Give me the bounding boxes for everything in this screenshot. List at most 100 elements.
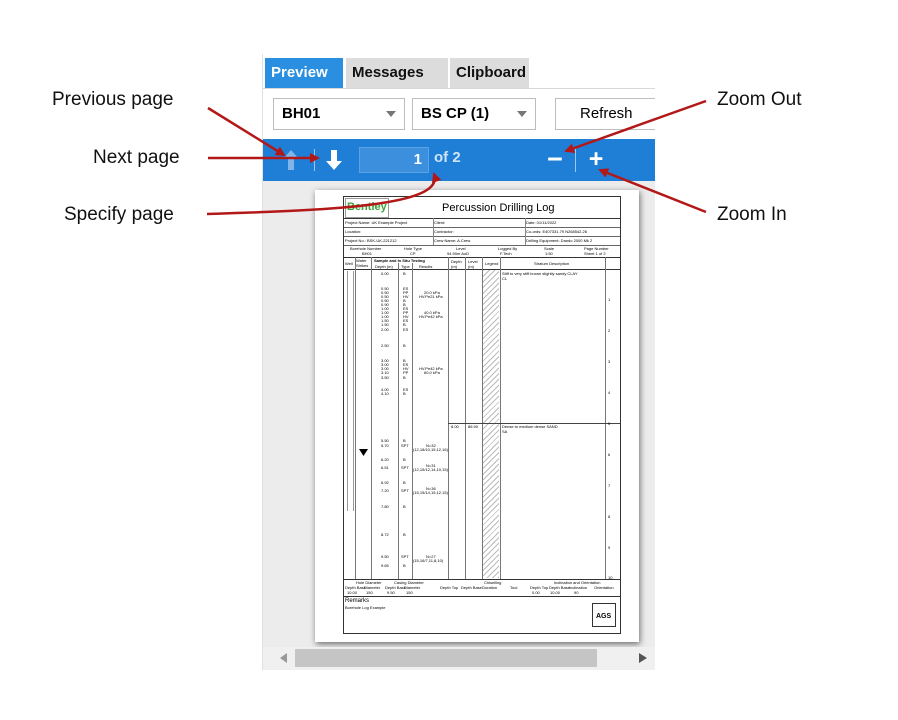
sample-depth: 1.00 <box>381 306 389 311</box>
page-number-input[interactable]: 1 <box>359 147 429 173</box>
document-viewer[interactable]: Bentley Percussion Drilling Log Project … <box>263 181 655 647</box>
footer-hole-diameter: Hole Diameter <box>356 580 382 585</box>
sample-depth: 3.00 <box>381 366 389 371</box>
sample-depth: 2.50 <box>381 343 389 348</box>
col-stratum: Stratum Description <box>534 261 570 266</box>
col-divider <box>412 263 413 579</box>
col-type: Type <box>401 264 410 269</box>
sample-result: N=27 <box>426 554 436 559</box>
sample-depth: 4.00 <box>381 387 389 392</box>
footer-depth-base: Depth Base <box>549 585 570 590</box>
horizontal-scrollbar[interactable] <box>263 647 655 670</box>
spt-detail: (12,15/12,14,10,15) <box>413 467 448 472</box>
sample-depth: 3.50 <box>381 375 389 380</box>
col-level: Level (m) <box>468 259 478 269</box>
well-pipe <box>347 271 354 511</box>
sample-type: B <box>403 504 406 509</box>
sample-depth: 8.72 <box>381 532 389 537</box>
arrow-down-icon <box>326 150 342 170</box>
callout-previous-page: Previous page <box>52 89 174 110</box>
sample-type: B <box>403 563 406 568</box>
style-select[interactable]: BS CP (1) <box>412 98 536 130</box>
logged-by-label: Logged By <box>498 246 518 251</box>
page-count: of 2 <box>434 149 461 166</box>
sample-result: HV.Pe42 kPa <box>419 314 443 319</box>
arrow-up-icon <box>283 150 299 170</box>
sample-type: ES <box>403 286 409 291</box>
sample-type: B <box>403 532 406 537</box>
sample-depth: 2.00 <box>381 327 389 332</box>
scale-tick: 4 <box>608 390 611 395</box>
footer-inclination: Inclination and Orientation <box>554 580 601 585</box>
footer-inc-top: 0.00 <box>532 590 540 595</box>
sample-depth: 0.50 <box>381 286 389 291</box>
coordinates: Co-ords: E407331.79 N268542.26 <box>526 229 587 234</box>
crew-name: Crew Name: A.Crew <box>434 238 471 243</box>
sample-depth: 0.00 <box>381 271 389 276</box>
footer-casing-diameter: Casing Diameter <box>394 580 424 585</box>
col-legend: Legend <box>485 261 499 266</box>
callout-zoom-in: Zoom In <box>717 204 787 225</box>
sample-type: B <box>403 271 406 276</box>
stratum-2-code: SA <box>502 429 508 434</box>
document-page: Bentley Percussion Drilling Log Project … <box>315 190 639 642</box>
sample-result: N=31 <box>426 463 436 468</box>
tab-bar: Preview Messages (0) Clipboard <box>263 54 655 111</box>
sample-type: B <box>403 375 406 380</box>
callout-zoom-out: Zoom Out <box>717 89 802 110</box>
previous-page-button[interactable] <box>281 148 301 172</box>
sample-depth: 6.20 <box>381 457 389 462</box>
footer-line <box>344 596 620 597</box>
footer-depth-base: Depth Base <box>461 585 482 590</box>
header-vline <box>433 218 434 245</box>
sample-type: HV <box>403 366 409 371</box>
sample-result: N=32 <box>426 443 436 448</box>
logged-by-value: F.Tech <box>500 251 512 256</box>
footer-line <box>344 579 620 580</box>
callout-next-page: Next page <box>93 147 180 168</box>
sample-type: SPT <box>401 554 409 559</box>
sample-depth: 7.20 <box>381 488 389 493</box>
sample-type: HV <box>403 314 409 319</box>
next-page-button[interactable] <box>324 148 344 172</box>
sample-type: B <box>403 438 406 443</box>
level-value: 94.90m AoD <box>447 251 470 256</box>
sample-depth: 3.00 <box>381 358 389 363</box>
scale-tick: 9 <box>608 545 611 550</box>
log-date: Date: 01/11/2022 <box>526 220 557 225</box>
scrollbar-thumb[interactable] <box>295 649 597 667</box>
scroll-left-icon[interactable] <box>280 653 288 663</box>
col-water-strikes: Water Strikes <box>356 258 369 268</box>
sample-type: B <box>403 457 406 462</box>
stratum-2-level: 86.90 <box>468 424 479 429</box>
tab-preview[interactable]: Preview <box>265 58 343 88</box>
hole-select[interactable]: BH01 <box>273 98 405 130</box>
hole-select-value: BH01 <box>282 105 321 122</box>
sample-depth: 1.00 <box>381 310 389 315</box>
borehole-label: Borehole Number <box>350 246 382 251</box>
sample-type: B <box>403 298 406 303</box>
arrow-zoom-in <box>598 168 707 214</box>
stratum-1-description: Stiff to very stiff brown slightly sandy… <box>502 271 578 276</box>
sample-type: SPT <box>401 443 409 448</box>
sample-depth: 6.51 <box>381 465 389 470</box>
sample-depth: 0.50 <box>381 290 389 295</box>
project-name: Project Name: UK Example Project <box>345 220 408 225</box>
scale-label: Scale <box>544 246 555 251</box>
header-vline <box>525 218 526 245</box>
col-divider <box>371 257 372 579</box>
page-number-value: Sheet 1 of 2 <box>584 251 606 256</box>
sample-header: Sample and In Situ Testing <box>374 258 425 263</box>
zoom-divider <box>575 148 576 172</box>
header-line <box>344 245 620 246</box>
scroll-right-icon[interactable] <box>639 653 647 663</box>
footer-inc-base: 10.00 <box>550 590 561 595</box>
sample-type: B <box>403 302 406 307</box>
col-depth: Depth (m) <box>451 259 462 269</box>
scale-tick: 3 <box>608 359 611 364</box>
zoom-in-button[interactable]: + <box>588 145 604 173</box>
sample-depth: 0.50 <box>381 298 389 303</box>
tab-clipboard[interactable]: Clipboard <box>450 58 529 88</box>
zoom-out-button[interactable]: − <box>547 144 563 174</box>
